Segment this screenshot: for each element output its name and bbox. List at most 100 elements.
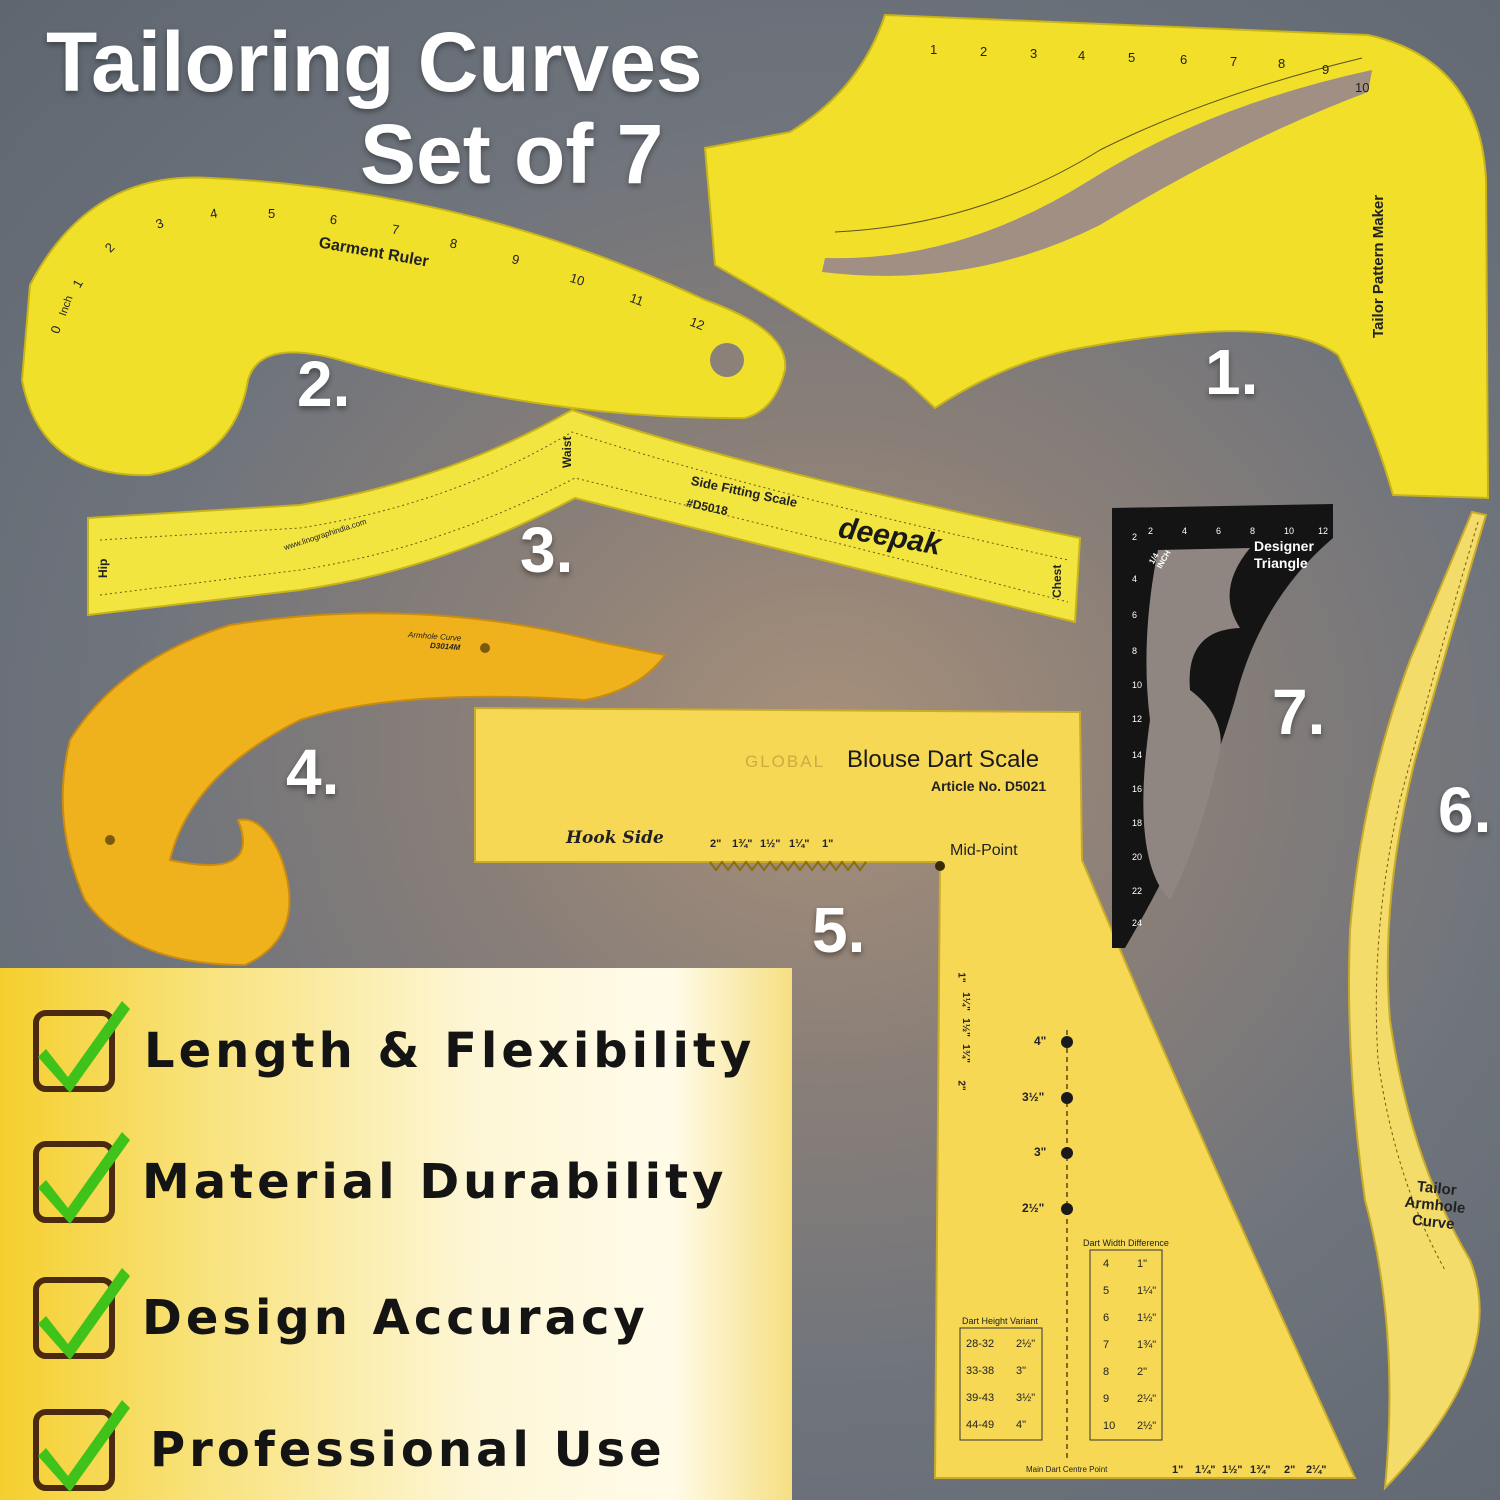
scale-label: 4" xyxy=(1034,1034,1047,1048)
ruler-1-label: Tailor Pattern Maker xyxy=(1370,194,1387,338)
scale-label: 9 xyxy=(1322,62,1330,77)
scale-label: 8 xyxy=(1278,56,1286,71)
item-number-7: 7. xyxy=(1272,676,1326,748)
feature-item: Professional Use xyxy=(32,1404,792,1494)
garment-ruler xyxy=(20,176,787,477)
feature-item: Design Accuracy xyxy=(32,1272,792,1362)
ruler-5-faded-brand: GLOBAL xyxy=(745,752,826,771)
table-cell: 3½" xyxy=(1016,1392,1036,1404)
feature-label: Professional Use xyxy=(150,1422,666,1478)
table-cell: 7 xyxy=(1103,1339,1110,1351)
table-cell: 1" xyxy=(1137,1258,1148,1270)
item-number-6: 6. xyxy=(1438,774,1492,846)
table-cell: 9 xyxy=(1103,1393,1110,1405)
ruler-5-label: Blouse Dart Scale xyxy=(847,746,1040,773)
tailor-armhole-curve-ruler xyxy=(1348,510,1488,1491)
scale-label: 1 xyxy=(930,42,938,57)
features-panel xyxy=(0,968,792,1500)
table-cell: 3" xyxy=(1016,1365,1027,1377)
scale-label: 3" xyxy=(1034,1145,1047,1159)
scale-label: 2 xyxy=(1132,532,1138,542)
scale-label: 2 xyxy=(980,44,988,59)
title-line-1: Tailoring Curves xyxy=(46,15,703,109)
table-cell: 1½" xyxy=(1137,1312,1157,1324)
table-cell: 8 xyxy=(1103,1366,1110,1378)
item-number-4: 4. xyxy=(286,736,340,808)
scale-label: 2" xyxy=(710,838,722,850)
width-table-title: Dart Width Difference xyxy=(1083,1238,1169,1248)
scale-label: 2" xyxy=(1284,1464,1296,1476)
scale-label: 16 xyxy=(1132,784,1143,794)
scale-label: 8 xyxy=(1132,646,1138,656)
table-cell: 2" xyxy=(1137,1366,1148,1378)
scale-label: 10 xyxy=(1284,526,1295,536)
item-number-1: 1. xyxy=(1205,336,1259,408)
scale-label: 10 xyxy=(1355,80,1370,95)
scale-label: 18 xyxy=(1132,818,1143,828)
scale-label: 1" xyxy=(955,972,967,983)
scale-label: 1" xyxy=(1172,1464,1184,1476)
feature-item: Length & Flexibility xyxy=(32,1005,792,1095)
table-cell: 33-38 xyxy=(966,1365,995,1377)
scale-label: 2½" xyxy=(1022,1201,1045,1215)
scale-label: 2 xyxy=(1148,526,1154,536)
scale-label: 12 xyxy=(1132,714,1143,724)
scale-label: 1½" xyxy=(760,838,781,850)
table-cell: 2¼" xyxy=(1137,1393,1157,1405)
item-number-5: 5. xyxy=(812,894,866,966)
centre-point-label: Main Dart Centre Point xyxy=(1026,1465,1108,1474)
scale-label: 10 xyxy=(1132,680,1143,690)
title-line-2: Set of 7 xyxy=(360,107,664,201)
scale-label: 1" xyxy=(822,838,834,850)
ruler-3-mark-waist: Waist xyxy=(560,436,574,468)
scale-label: 4 xyxy=(1078,48,1086,63)
table-cell: 1¾" xyxy=(1137,1339,1157,1351)
scale-label: 1¼" xyxy=(1195,1464,1216,1476)
feature-label: Design Accuracy xyxy=(142,1290,649,1346)
feature-label: Length & Flexibility xyxy=(144,1023,756,1079)
scale-label: 12 xyxy=(1318,526,1329,536)
scale-label: 1¾" xyxy=(959,1044,971,1063)
ruler-6-label: Tailor Armhole Curve xyxy=(1403,1178,1467,1234)
scale-label: 6 xyxy=(1180,52,1188,67)
scale-label: 7 xyxy=(1230,54,1238,69)
hook-side-label: Hook Side xyxy=(566,828,664,848)
scale-label: 1½" xyxy=(959,1018,971,1037)
scale-label: 3½" xyxy=(1022,1090,1045,1104)
scale-label: 20 xyxy=(1132,852,1143,862)
scale-label: 1½" xyxy=(1222,1464,1243,1476)
ruler-5-article: Article No. D5021 xyxy=(931,778,1047,794)
ruler-3-mark-hip: Hip xyxy=(96,558,110,578)
height-table-title: Dart Height Variant xyxy=(962,1316,1038,1326)
scale-label: 5 xyxy=(268,206,276,221)
ruler-3-mark-chest: Chest xyxy=(1050,564,1064,598)
scale-label: 6 xyxy=(1132,610,1138,620)
table-cell: 1¼" xyxy=(1137,1285,1157,1297)
item-number-3: 3. xyxy=(520,514,574,586)
scale-label: 4 xyxy=(1182,526,1188,536)
table-cell: 10 xyxy=(1103,1420,1116,1432)
armhole-curve-ruler xyxy=(61,612,667,967)
table-cell: 6 xyxy=(1103,1312,1110,1324)
scale-label: 2¼" xyxy=(1306,1464,1327,1476)
mid-point-label: Mid-Point xyxy=(950,842,1018,859)
table-cell: 39-43 xyxy=(966,1392,995,1404)
scale-label: 24 xyxy=(1132,918,1143,928)
table-cell: 4 xyxy=(1103,1258,1110,1270)
table-cell: 28-32 xyxy=(966,1338,995,1350)
scale-label: 1¼" xyxy=(789,838,810,850)
tailor-pattern-maker-ruler xyxy=(703,13,1490,500)
designer-triangle xyxy=(1112,504,1333,948)
scale-label: 5 xyxy=(1128,50,1136,65)
scale-label: 14 xyxy=(1132,750,1143,760)
scale-label: 2" xyxy=(955,1080,967,1091)
table-cell: 4" xyxy=(1016,1419,1027,1431)
scale-label: 1¾" xyxy=(732,838,753,850)
item-number-2: 2. xyxy=(297,348,351,420)
feature-label: Material Durability xyxy=(142,1154,728,1210)
side-fitting-scale xyxy=(87,408,1082,624)
table-cell: 2½" xyxy=(1137,1420,1157,1432)
table-cell: 44-49 xyxy=(966,1419,995,1431)
